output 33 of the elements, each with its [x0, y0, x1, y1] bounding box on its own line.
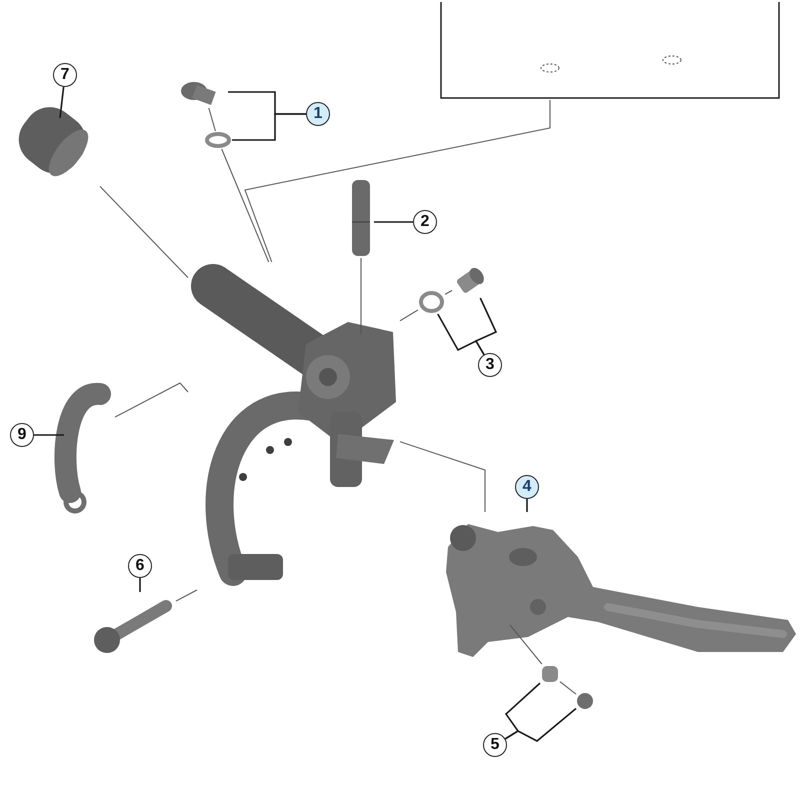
leader-line [374, 221, 413, 223]
assembly-line [176, 590, 198, 602]
leader-line [526, 499, 528, 512]
assembly-line [360, 258, 362, 336]
callout-number: 3 [478, 353, 502, 377]
assembly-line [221, 148, 270, 262]
assembly-line [114, 382, 188, 418]
callout-number: 6 [128, 554, 152, 578]
callout-number: 7 [53, 63, 77, 87]
assembly-line [244, 100, 550, 262]
leader-line [232, 113, 306, 141]
leader-line [34, 434, 64, 436]
leader-line [139, 578, 141, 592]
assembly-line [400, 441, 486, 512]
leader-line [437, 314, 485, 355]
assembly-line [444, 290, 452, 295]
leader-line [59, 86, 64, 118]
leader-line [504, 708, 577, 742]
o-ring-drawing [418, 290, 445, 314]
assembly-line [400, 309, 418, 322]
callout-number: 1 [306, 102, 330, 126]
callout-number: 5 [483, 733, 507, 757]
ball-drawing [576, 692, 594, 710]
assembly-line [510, 624, 542, 664]
o-ring-drawing [204, 131, 232, 149]
assembly-line [100, 186, 188, 278]
reservoir-outline [440, 2, 780, 100]
assembly-line [560, 681, 576, 695]
callout-number: 4 [515, 475, 539, 499]
bushing-drawing [540, 664, 560, 684]
callout-number: 9 [10, 423, 34, 447]
callout-number: 2 [413, 210, 437, 234]
assembly-line [208, 108, 216, 132]
